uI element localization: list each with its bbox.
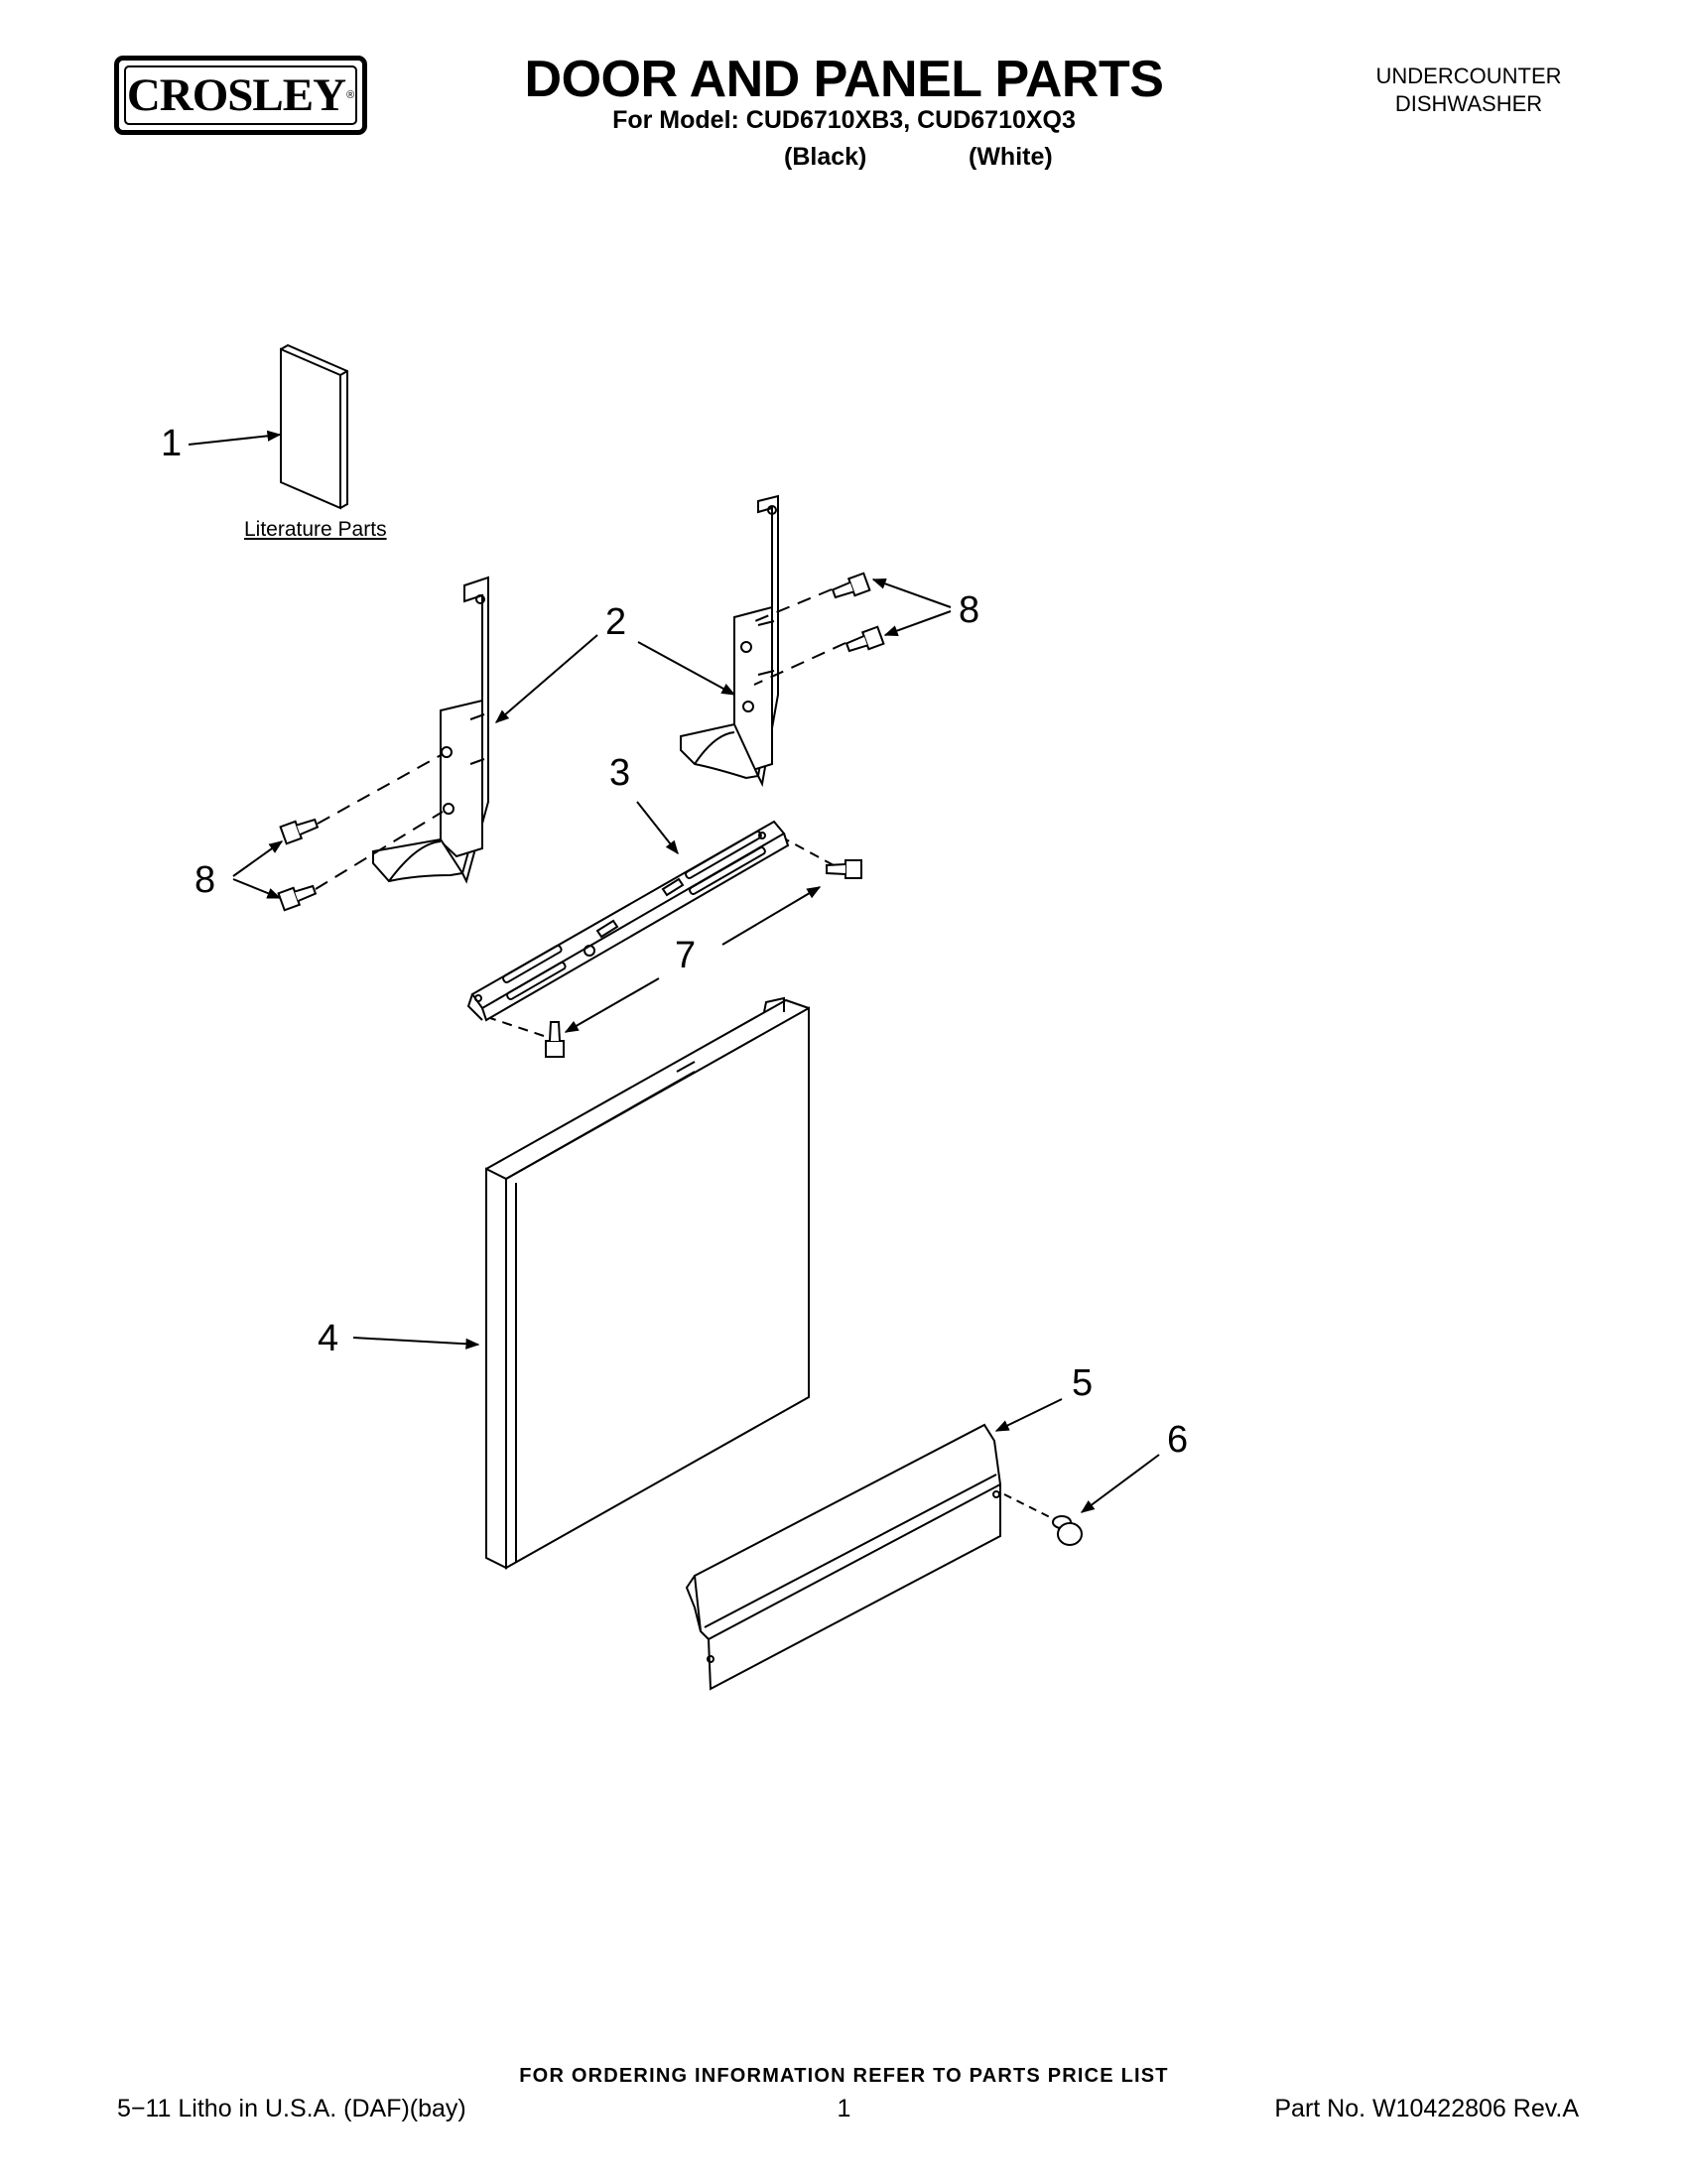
color-white: (White): [969, 143, 1053, 171]
page-number: 1: [837, 2095, 851, 2122]
bracket-screws: [545, 859, 862, 1058]
litho-info: 5−11 Litho in U.S.A. (DAF)(bay): [117, 2095, 466, 2122]
leader-7-upper: [721, 886, 822, 946]
bracket-screw-guides: [489, 838, 835, 1037]
leader-2-right: [637, 641, 736, 696]
appliance-type-line1: UNDERCOUNTER: [1375, 64, 1562, 88]
door-panel: [485, 996, 810, 1570]
appliance-type-line2: DISHWASHER: [1394, 91, 1543, 116]
brand-logo: CROSLEY®: [114, 56, 367, 135]
callout-4: 4: [318, 1318, 339, 1359]
callout-3: 3: [609, 752, 631, 794]
leader-8-left-b: [232, 878, 282, 899]
callout-5: 5: [1072, 1362, 1094, 1404]
page-title: DOOR AND PANEL PARTS: [524, 51, 1164, 108]
callout-8-right: 8: [959, 589, 980, 631]
part-number: Part No. W10422806 Rev.A: [1274, 2095, 1579, 2122]
callout-8-left: 8: [195, 859, 216, 901]
ordering-note: FOR ORDERING INFORMATION REFER TO PARTS …: [519, 2065, 1169, 2087]
leader-5: [994, 1398, 1063, 1432]
toe-panel: [685, 1423, 1002, 1691]
callout-6: 6: [1167, 1419, 1189, 1461]
literature-booklet: [280, 343, 348, 510]
color-black: (Black): [784, 143, 867, 171]
callout-1: 1: [161, 423, 183, 464]
leader-2-left: [494, 634, 598, 723]
model-line: For Model: CUD6710XB3, CUD6710XQ3: [612, 106, 1076, 134]
leader-6: [1080, 1454, 1160, 1513]
hinge-screws: [277, 572, 885, 912]
screw-guide-lines: [315, 588, 846, 890]
literature-parts-label: Literature Parts: [244, 518, 387, 541]
left-hinge-arm: [372, 576, 489, 884]
leader-8-right-b: [883, 610, 952, 636]
callout-7: 7: [675, 935, 697, 976]
leader-4: [352, 1337, 480, 1349]
leader-8-right-a: [871, 578, 952, 608]
leader-1: [188, 430, 282, 446]
callout-2: 2: [605, 601, 627, 643]
leader-7-lower: [564, 977, 660, 1033]
toe-panel-screw: [1052, 1515, 1083, 1546]
registered-mark: ®: [346, 89, 355, 101]
leader-8-left-a: [232, 840, 284, 877]
right-hinge-arm: [680, 494, 779, 788]
leader-3: [636, 801, 679, 855]
mounting-bracket: [466, 820, 790, 1022]
brand-name: CROSLEY: [126, 69, 346, 121]
toe-screw-guide: [1003, 1493, 1053, 1519]
